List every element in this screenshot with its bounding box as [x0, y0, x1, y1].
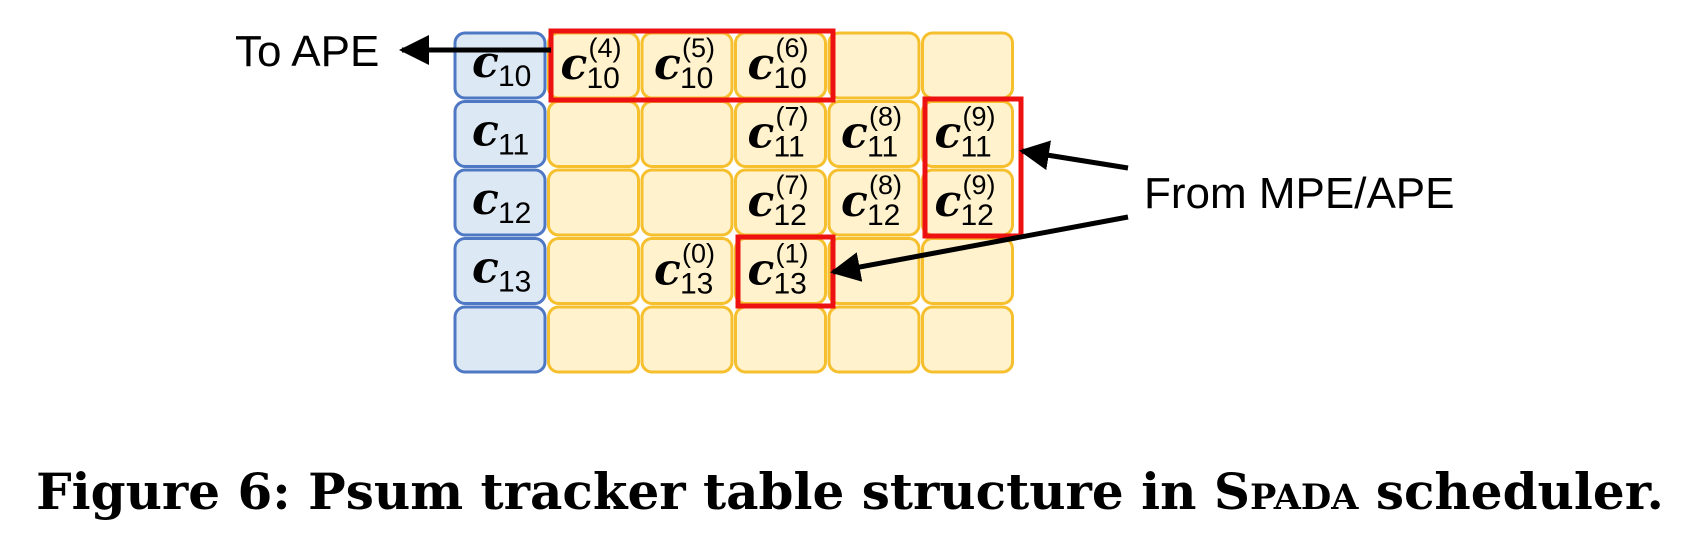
psum-cell: c11(8): [827, 100, 921, 168]
psum-tracker-diagram: c10 c11 c12 c13 c10(4) c10(5) c10(6) c11(7) c11(…: [235, 27, 1455, 374]
from-mpe-ape-label: From MPE/APE: [1144, 169, 1455, 218]
psum-cell-label: c12(9): [935, 170, 996, 232]
psum-cell-label: c11(9): [935, 102, 996, 164]
caption-prefix: Figure 6: Psum tracker table structure i…: [36, 462, 1214, 521]
caption-system-name: Spada: [1213, 462, 1359, 521]
head-cell: c10: [453, 31, 547, 100]
head-cell-label: c13: [472, 243, 531, 299]
from-mpe-arrow-upper: [1019, 140, 1129, 171]
head-cell: c12: [453, 168, 547, 237]
psum-cell: c11(9): [921, 100, 1014, 168]
psum-cell: [640, 305, 734, 374]
psum-cell: [547, 100, 640, 168]
psum-cell-label: c12(8): [841, 170, 902, 232]
psum-cell-label: c13(0): [654, 239, 715, 301]
psum-cell-label: c11(8): [841, 102, 902, 164]
psum-cell: c12(7): [734, 168, 827, 237]
psum-cell: [640, 168, 734, 237]
psum-cell: [734, 305, 827, 374]
psum-cell-label: c13(1): [748, 239, 809, 301]
arrow-labels: To APE From MPE/APE: [235, 27, 1455, 218]
head-cell: c13: [453, 237, 547, 305]
psum-cell: [827, 305, 921, 374]
table-grid: c10 c11 c12 c13 c10(4) c10(5) c10(6) c11(7) c11(…: [453, 31, 1014, 374]
psum-cell: c10(5): [640, 31, 734, 100]
psum-cell: [547, 168, 640, 237]
psum-cell: [547, 237, 640, 305]
psum-cell: c12(9): [921, 168, 1014, 237]
psum-cell-label: c10(5): [654, 33, 715, 95]
psum-cell: c11(7): [734, 100, 827, 168]
to-ape-label: To APE: [235, 27, 379, 76]
row10-psum-highlight: [548, 28, 836, 103]
psum-cell-label: c11(7): [748, 102, 809, 164]
psum-cell-label: c10(6): [748, 33, 809, 95]
head-cell: [453, 305, 547, 374]
psum-cell: c10(6): [734, 31, 827, 100]
psum-cell: c10(4): [547, 31, 640, 100]
psum-cell: [640, 100, 734, 168]
psum-cell: c13(1): [734, 237, 827, 305]
psum-cell: [921, 305, 1014, 374]
figure-caption: Figure 6: Psum tracker table structure i…: [0, 462, 1700, 521]
arrows: [399, 35, 1129, 282]
from-mpe-arrow-lower: [830, 214, 1129, 282]
psum-cell: [547, 305, 640, 374]
psum-cell: c13(0): [640, 237, 734, 305]
psum-cell-label: c10(4): [561, 33, 622, 95]
caption-suffix: scheduler.: [1358, 462, 1664, 521]
psum-cell: [921, 31, 1014, 100]
psum-cell-label: c12(7): [748, 170, 809, 232]
head-cell-label: c12: [472, 174, 531, 230]
head-cell-label: c11: [472, 106, 529, 162]
head-cell-label: c10: [472, 37, 531, 93]
psum-cell: [827, 31, 921, 100]
head-cell: c11: [453, 100, 547, 168]
psum-cell: c12(8): [827, 168, 921, 237]
